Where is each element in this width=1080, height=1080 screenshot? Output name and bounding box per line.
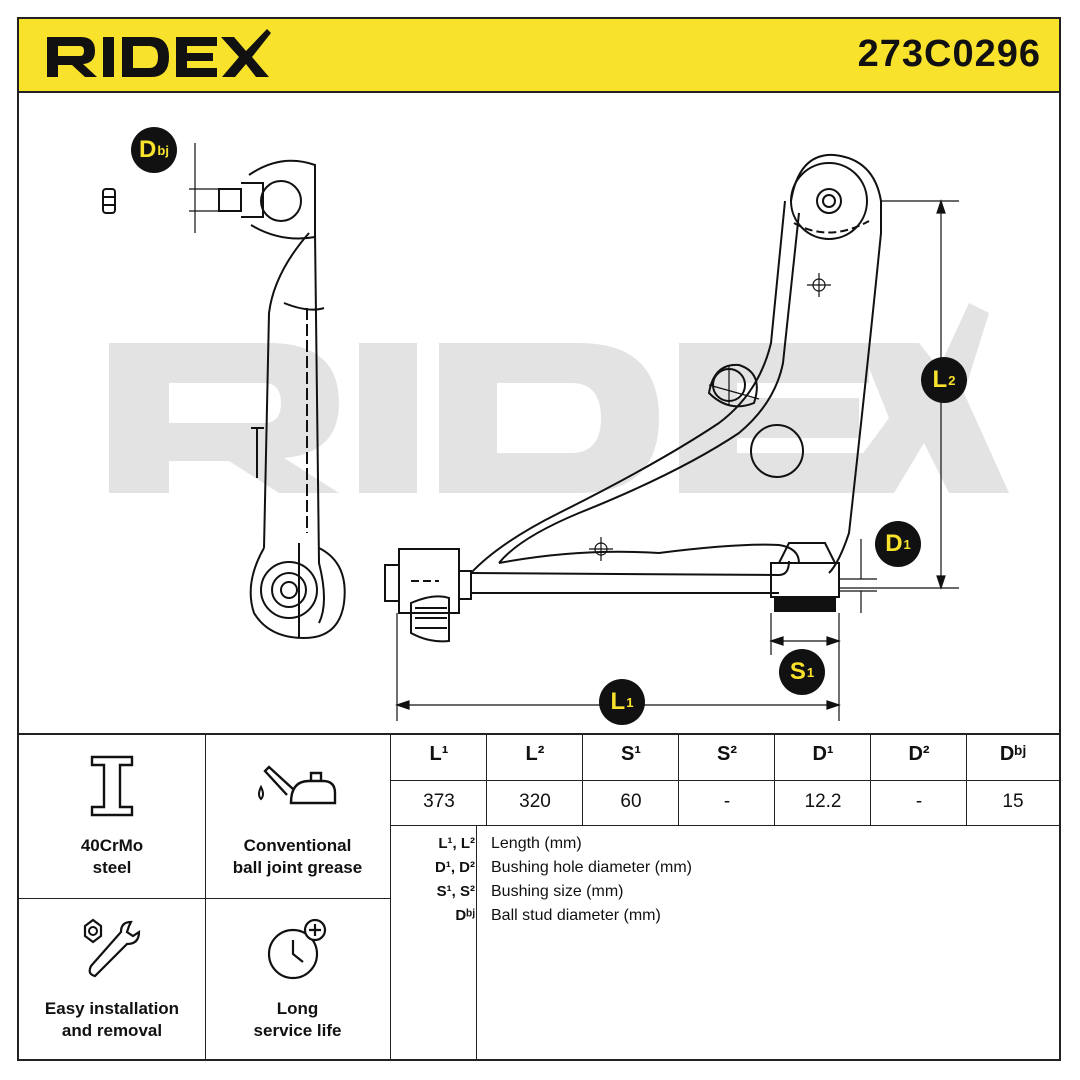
feature-steel-line1: 40CrMo	[80, 836, 144, 855]
table-value: 60	[620, 791, 642, 812]
oil-can-icon	[258, 765, 337, 805]
clock-plus-icon	[267, 918, 327, 980]
table-header: S²	[717, 743, 737, 765]
control-arm-drawing	[102, 143, 1009, 721]
legend-desc: Bushing hole diameter (mm)	[491, 859, 692, 876]
legend-key: D¹, D²	[435, 859, 475, 876]
steel-beam-icon	[90, 755, 134, 817]
feature-service-life-line1: Long	[276, 999, 319, 1018]
legend-desc: Length (mm)	[491, 835, 582, 852]
table-value: -	[723, 791, 731, 812]
feature-grease-line2: ball joint grease	[232, 858, 363, 877]
feature-steel: 40CrMo steel	[19, 735, 205, 898]
ridex-watermark	[109, 303, 1009, 493]
feature-service-life-line2: service life	[253, 1021, 342, 1040]
side-view	[102, 143, 346, 640]
specs-panel: 40CrMo steel Conventional ball joint gre…	[19, 733, 1059, 1061]
feature-installation: Easy installation and removal	[19, 898, 205, 1061]
table-value: 12.2	[804, 791, 842, 812]
legend-key: Dᵇʲ	[455, 907, 475, 924]
legend-key: L¹, L²	[438, 835, 475, 852]
wrench-nut-icon	[83, 918, 141, 978]
table-value: -	[915, 791, 923, 812]
feature-installation-line1: Easy installation	[44, 999, 180, 1018]
product-sheet: 273C0296	[17, 17, 1061, 1061]
header-bar: 273C0296	[19, 19, 1059, 93]
ridex-logo	[47, 29, 271, 77]
table-value: 15	[1002, 791, 1024, 812]
feature-steel-line2: steel	[92, 858, 132, 877]
table-header: Dᵇʲ	[999, 743, 1027, 765]
feature-grease: Conventional ball joint grease	[205, 735, 390, 898]
table-header: S¹	[621, 743, 641, 765]
table-value: 373	[423, 791, 455, 812]
feature-service-life: Long service life	[205, 898, 390, 1061]
legend-desc: Bushing size (mm)	[491, 883, 624, 900]
legend-key: S¹, S²	[436, 883, 475, 900]
top-view	[384, 153, 882, 643]
table-value: 320	[519, 791, 551, 812]
feature-installation-line2: and removal	[61, 1021, 163, 1040]
table-header: D²	[908, 743, 930, 765]
table-header: D¹	[812, 743, 834, 765]
part-number: 273C0296	[857, 33, 1041, 75]
feature-grease-line1: Conventional	[243, 836, 352, 855]
table-header: L²	[525, 743, 545, 765]
legend-desc: Ball stud diameter (mm)	[491, 907, 661, 924]
table-header: L¹	[429, 743, 449, 765]
